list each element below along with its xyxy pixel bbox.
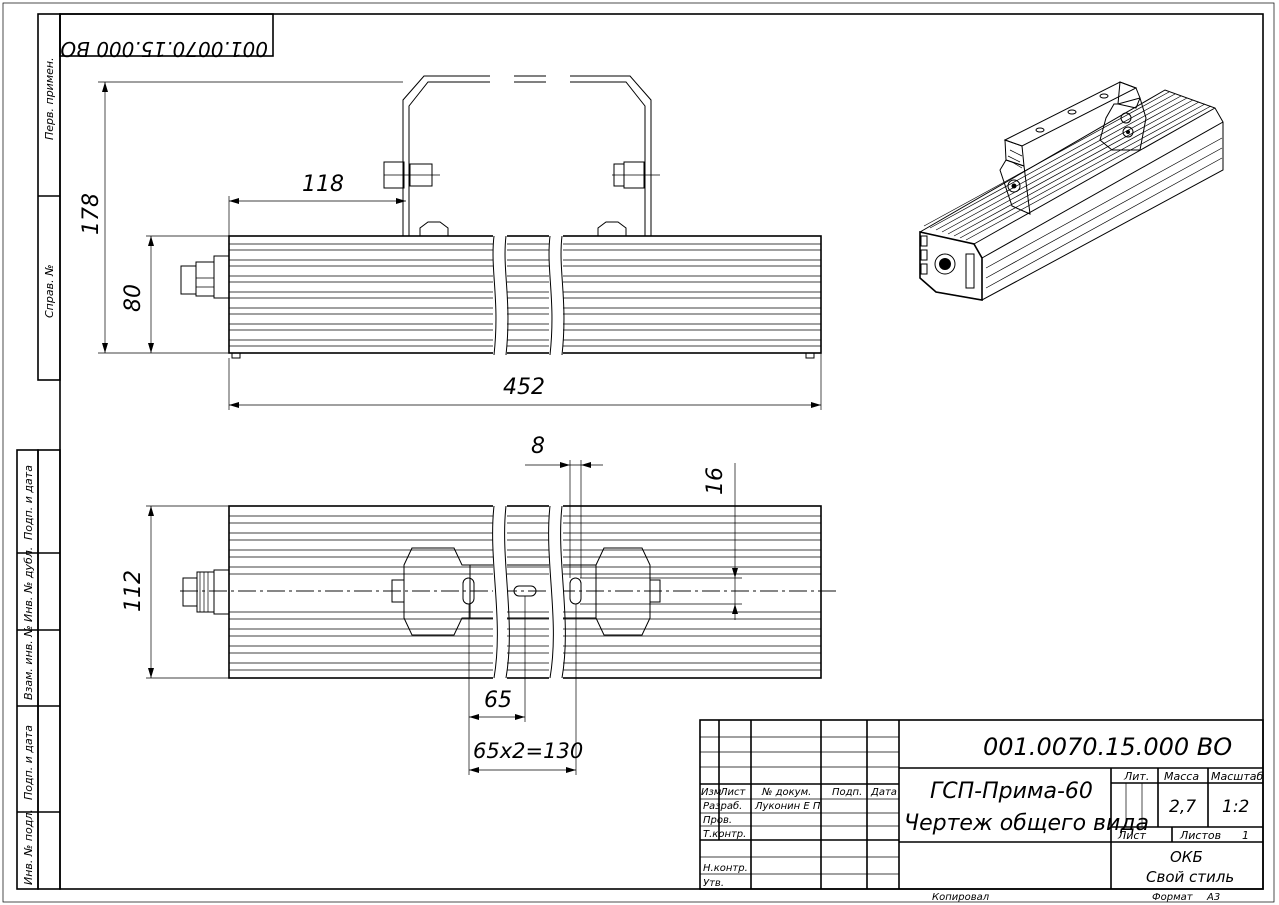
dim-118: 118 <box>302 172 344 197</box>
footer-format-label: Формат <box>1152 892 1194 903</box>
side-label-inv-podl: Инв. № подл. <box>22 809 35 885</box>
top-view: 112 8 16 65 65x2=130 <box>121 434 840 775</box>
cable-gland-front <box>180 255 230 299</box>
list-label: Лист <box>1117 829 1146 842</box>
header-data: Дата <box>870 787 897 798</box>
header-izm: Изм <box>701 787 722 798</box>
org-line1: ОКБ <box>1170 848 1203 866</box>
dim-65: 65 <box>484 688 512 713</box>
break-lines-front <box>492 234 565 356</box>
drawing-type: Чертеж общего вида <box>904 811 1149 836</box>
top-stamp: 001.0070.15.000 ВО <box>59 13 274 61</box>
designation: 001.0070.15.000 ВО <box>983 733 1232 761</box>
side-label-podp-data-1: Подп. и дата <box>22 465 35 540</box>
mounting-bracket-top <box>180 547 840 636</box>
dim-8: 8 <box>531 434 545 459</box>
side-label-inv-dubl: Инв. № дубл. <box>22 547 35 622</box>
massa-label: Масса <box>1164 770 1199 783</box>
razrab-name: Луконин Е П <box>754 801 821 812</box>
dim-452: 452 <box>503 375 545 400</box>
row-prov: Пров. <box>703 815 732 826</box>
break-lines-top <box>492 504 566 680</box>
iso-cable-gland <box>934 253 956 275</box>
org-line2: Свой стиль <box>1146 868 1234 886</box>
row-tkontr: Т.контр. <box>703 829 746 840</box>
listov-value: 1 <box>1242 829 1249 842</box>
top-stamp-text: 001.0070.15.000 ВО <box>60 37 268 61</box>
row-razrab: Разраб. <box>703 800 742 812</box>
side-label-podp-data-2: Подп. и дата <box>22 725 35 800</box>
header-podp: Подп. <box>832 787 862 798</box>
header-list: Лист <box>719 787 747 798</box>
mounting-bracket-front <box>383 70 660 237</box>
masshtab-value: 1:2 <box>1222 797 1249 817</box>
massa-value: 2,7 <box>1169 797 1196 817</box>
footer-format-value: А3 <box>1206 892 1220 903</box>
row-utv: Утв. <box>703 878 724 889</box>
header-ndokum: № докум. <box>761 787 811 798</box>
isometric-view <box>919 81 1224 301</box>
listov-label: Листов <box>1179 829 1221 842</box>
side-label-vzam-inv: Взам. инв. № <box>22 625 35 700</box>
dim-65x2: 65x2=130 <box>473 739 583 763</box>
dim-16: 16 <box>703 467 728 495</box>
masshtab-label: Масштаб <box>1211 770 1263 783</box>
footer-kopiroval: Копировал <box>932 892 990 903</box>
lit-label: Лит. <box>1123 770 1149 783</box>
side-strip: Перв. примен. Справ. № Подп. и дата Инв.… <box>16 13 61 890</box>
top-dimensions: 112 8 16 65 65x2=130 <box>121 434 742 775</box>
product-name: ГСП-Прима-60 <box>930 779 1093 804</box>
dim-178: 178 <box>79 193 104 235</box>
front-view: 118 178 80 452 <box>79 70 822 410</box>
title-block: 001.0070.15.000 ВО ГСП-Прима-60 Чертеж о… <box>699 719 1264 890</box>
side-label-sprav: Справ. № <box>43 264 56 318</box>
front-dimensions: 118 178 80 452 <box>79 81 822 410</box>
dim-80: 80 <box>121 284 146 312</box>
side-label-perv-primen: Перв. примен. <box>43 57 56 140</box>
row-nkontr: Н.контр. <box>703 863 748 874</box>
cable-gland-top <box>182 569 230 615</box>
dim-112: 112 <box>121 570 146 612</box>
